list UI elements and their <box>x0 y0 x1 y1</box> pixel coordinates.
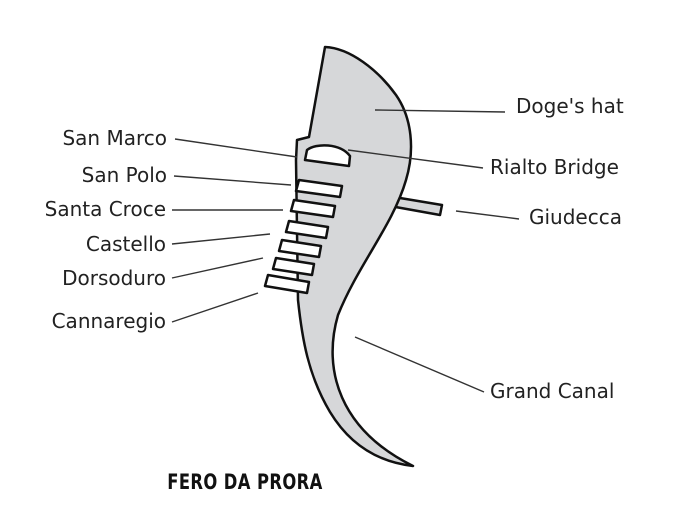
leader-san-polo <box>173 175 292 186</box>
tooth-cannaregio <box>271 256 316 277</box>
diagram-title: FERO DA PRORA <box>167 470 323 494</box>
tooth-san-polo <box>294 178 344 199</box>
leader-giudecca <box>455 210 520 220</box>
leader-dorsoduro <box>171 257 264 279</box>
sestieri-teeth <box>263 178 344 295</box>
leader-rialto-bridge <box>347 149 484 169</box>
tooth-dorsoduro <box>277 238 323 259</box>
label-dorsoduro: Dorsoduro <box>62 266 166 290</box>
label-santa-croce: Santa Croce <box>45 197 166 221</box>
label-grand-canal: Grand Canal <box>490 379 614 403</box>
tooth-castello <box>284 219 330 240</box>
label-rialto-bridge: Rialto Bridge <box>490 155 619 179</box>
label-san-polo: San Polo <box>82 163 167 187</box>
leader-doges-hat <box>374 109 506 113</box>
tooth-santa-croce <box>289 198 337 219</box>
leader-san-marco <box>174 138 298 158</box>
label-giudecca: Giudecca <box>529 205 622 229</box>
rialto-bridge-bar <box>303 144 352 168</box>
label-castello: Castello <box>86 232 166 256</box>
label-doges-hat: Doge's hat <box>516 94 624 118</box>
leader-grand-canal <box>354 336 485 393</box>
leader-lines <box>171 109 520 393</box>
tooth-bottom <box>263 273 311 295</box>
label-san-marco: San Marco <box>62 126 167 150</box>
leader-castello <box>171 233 271 245</box>
leader-cannaregio <box>171 292 259 323</box>
label-cannaregio: Cannaregio <box>52 309 166 333</box>
